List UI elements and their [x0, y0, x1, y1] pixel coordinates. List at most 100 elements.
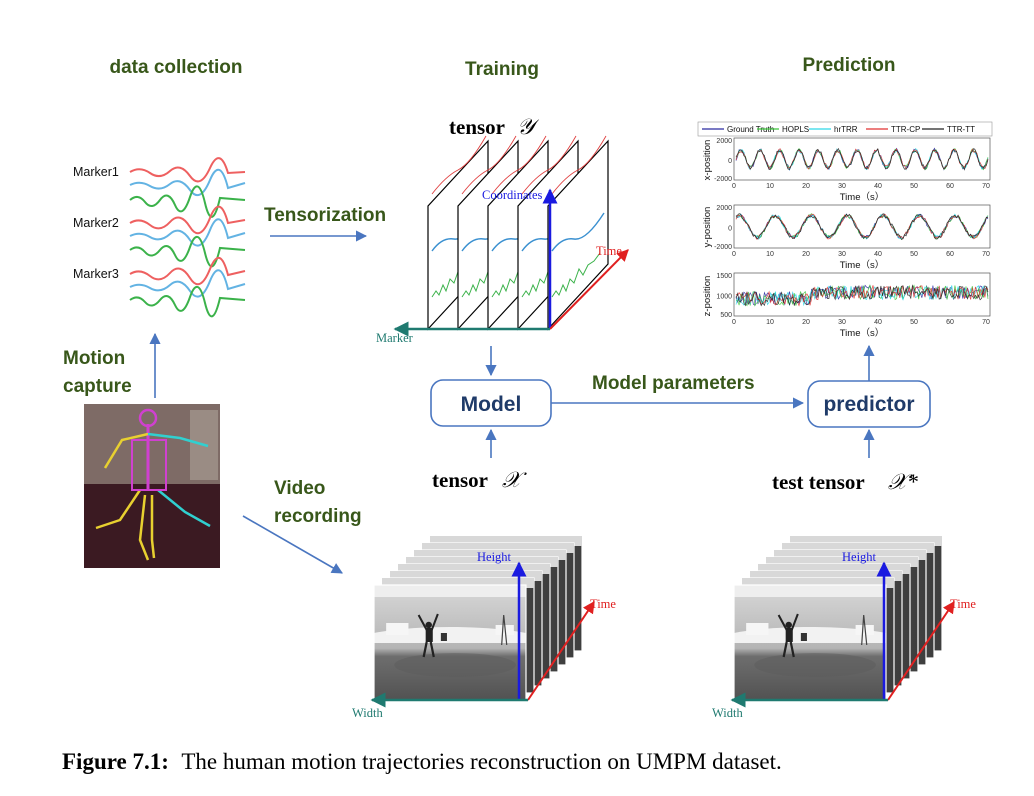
slice-curve	[431, 135, 487, 195]
plot-xtick: 30	[838, 319, 846, 326]
marker-trajectories: Marker1 Marker2 Marker3	[73, 157, 246, 318]
plot-xtick: 20	[802, 319, 810, 326]
marker-label: Marker1	[73, 165, 119, 179]
plot-xtick: 70	[982, 251, 990, 258]
plot-ytick: 1000	[716, 294, 732, 301]
plot-ytick: 500	[720, 312, 732, 319]
plot-ylabel: z-position	[702, 276, 713, 317]
plot-ytick: 0	[728, 158, 732, 165]
plot-xtick: 40	[874, 183, 882, 190]
plot-xtick: 20	[802, 251, 810, 258]
trajectory-line	[129, 269, 246, 298]
time-axis-label: Time	[950, 597, 976, 611]
motion-capture-label-line2: capture	[63, 376, 132, 397]
plot-ytick: 0	[728, 226, 732, 233]
tensor-y-label: tensor	[449, 115, 505, 139]
video-recording-label-line1: Video	[274, 478, 325, 499]
slice-curve	[521, 135, 577, 195]
legend-entry: Ground Truth	[727, 125, 774, 134]
plot-xtick: 50	[910, 183, 918, 190]
trajectory-line	[129, 257, 246, 286]
video-frame-top	[758, 564, 910, 574]
marker-axis-label: Marker	[376, 331, 414, 345]
plot-xtick: 10	[766, 319, 774, 326]
video-frame-top	[750, 571, 902, 581]
video-frame-front	[732, 583, 888, 702]
plot-panel	[733, 204, 991, 249]
plot-xtick: 30	[838, 183, 846, 190]
plot-xtick: 70	[982, 319, 990, 326]
width-axis-label: Width	[712, 706, 743, 720]
plot-xtick: 10	[766, 251, 774, 258]
test-tensor-symbol: 𝒳*	[888, 469, 918, 494]
legend-entry: hrTRR	[834, 125, 858, 134]
time-axis-label: Time	[596, 244, 622, 258]
legend-entry: HOPLS	[782, 125, 809, 134]
time-axis	[887, 601, 955, 701]
slice-curve	[551, 135, 607, 195]
model-parameters-label: Model parameters	[592, 373, 755, 394]
plot-xtick: 0	[732, 319, 736, 326]
header-training: Training	[465, 59, 539, 80]
plot-xtick: 20	[802, 183, 810, 190]
caption-prefix: Figure 7.1:	[62, 749, 169, 774]
plot-xtick: 40	[874, 319, 882, 326]
trajectory-line	[129, 286, 246, 318]
video-frame-top	[414, 550, 566, 560]
plot-series-line	[735, 285, 989, 307]
plot-series-line	[735, 213, 989, 240]
plot-xlabel: Time（s）	[840, 327, 885, 339]
legend-entry: TTR-CP	[891, 125, 920, 134]
video-frame-top	[782, 543, 934, 553]
slice-curve	[551, 212, 605, 252]
video-frame-top	[390, 571, 542, 581]
header-data-collection: data collection	[109, 57, 242, 78]
plot-ytick: 2000	[716, 138, 732, 145]
video-frame-top	[766, 557, 918, 567]
plot-xtick: 60	[946, 183, 954, 190]
mocap-photo	[84, 404, 220, 568]
video-frame-top	[406, 557, 558, 567]
trajectory-line	[129, 236, 246, 268]
video-frame-top	[430, 536, 582, 546]
plot-xlabel: Time（s）	[840, 191, 885, 203]
time-axis	[549, 249, 629, 330]
video-frame-top	[382, 578, 534, 588]
tensor-y-symbol: 𝒴	[517, 114, 540, 139]
plot-series-line	[735, 285, 989, 307]
tensor-slice	[547, 139, 609, 331]
tensorization-label: Tensorization	[264, 205, 386, 226]
trajectory-line	[129, 168, 246, 197]
video-frame-front	[372, 583, 528, 702]
height-axis-label: Height	[477, 550, 512, 564]
plot-legend	[697, 121, 993, 137]
plot-ylabel: x-position	[702, 140, 713, 181]
trajectory-line	[129, 185, 246, 218]
coordinates-axis-label: Coordinates	[482, 188, 543, 202]
time-axis	[527, 601, 595, 701]
plot-xtick: 70	[982, 183, 990, 190]
video-recording-label-line2: recording	[274, 506, 362, 527]
plot-xtick: 50	[910, 251, 918, 258]
plot-ytick: -2000	[714, 244, 732, 251]
plot-xtick: 30	[838, 251, 846, 258]
tensor-x-symbol: 𝒳	[502, 467, 527, 492]
trajectory-line	[129, 205, 246, 235]
tensor-y-stack	[427, 135, 609, 331]
width-axis-label: Width	[352, 706, 383, 720]
plot-xtick: 0	[732, 251, 736, 258]
model-box-label: Model	[461, 393, 522, 416]
trajectory-line	[129, 218, 246, 247]
slice-curve	[461, 135, 517, 195]
motion-capture-label-line1: Motion	[63, 348, 125, 369]
video-frame-top	[774, 550, 926, 560]
test-tensor-label: test tensor	[772, 470, 865, 494]
caption-text: The human motion trajectories reconstruc…	[181, 749, 781, 774]
video-frame-top	[398, 564, 550, 574]
marker-label: Marker2	[73, 216, 119, 230]
plot-xtick: 50	[910, 319, 918, 326]
